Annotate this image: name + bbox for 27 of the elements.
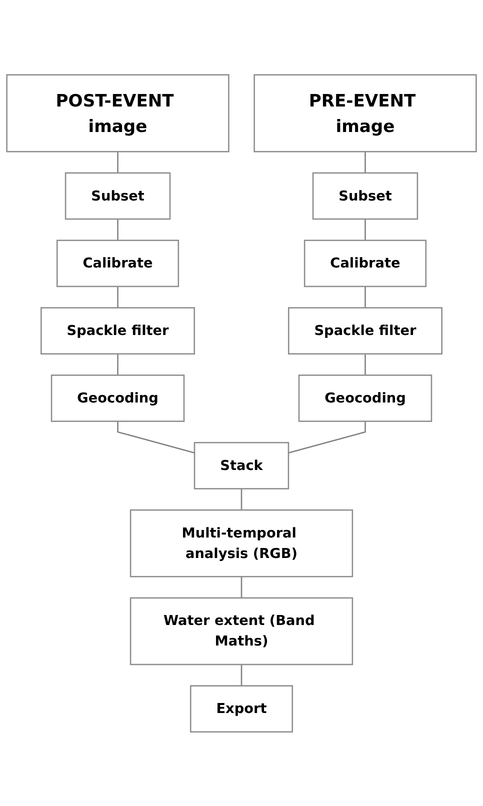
connector: [364, 354, 366, 375]
node-box: Multi-temporal analysis (RGB): [130, 509, 354, 577]
connector: [364, 151, 366, 173]
connector: [240, 488, 242, 510]
node-box: Spackle filter: [288, 306, 442, 354]
connector: [240, 664, 242, 686]
node-box: Stack: [194, 442, 290, 489]
connector: [364, 218, 366, 240]
node-box: Export: [190, 684, 294, 732]
node-box: Geocoding: [298, 374, 432, 422]
node-box: Subset: [312, 172, 418, 220]
connector: [364, 286, 366, 308]
connector: [117, 286, 118, 308]
connector: [240, 576, 242, 598]
connector: [117, 354, 118, 375]
connector: [117, 151, 118, 173]
node-box: Subset: [64, 172, 171, 220]
connector: [117, 420, 195, 454]
connector: [117, 218, 118, 240]
node-box: PRE-EVENT image: [254, 74, 477, 152]
node-box: Geocoding: [50, 374, 185, 422]
node-box: Spackle filter: [40, 306, 195, 354]
connector: [288, 420, 366, 454]
node-box: Water extent (Band Maths): [130, 596, 354, 665]
node-box: POST-EVENT image: [6, 74, 230, 152]
node-box: Calibrate: [56, 239, 180, 287]
node-box: Calibrate: [304, 239, 427, 287]
